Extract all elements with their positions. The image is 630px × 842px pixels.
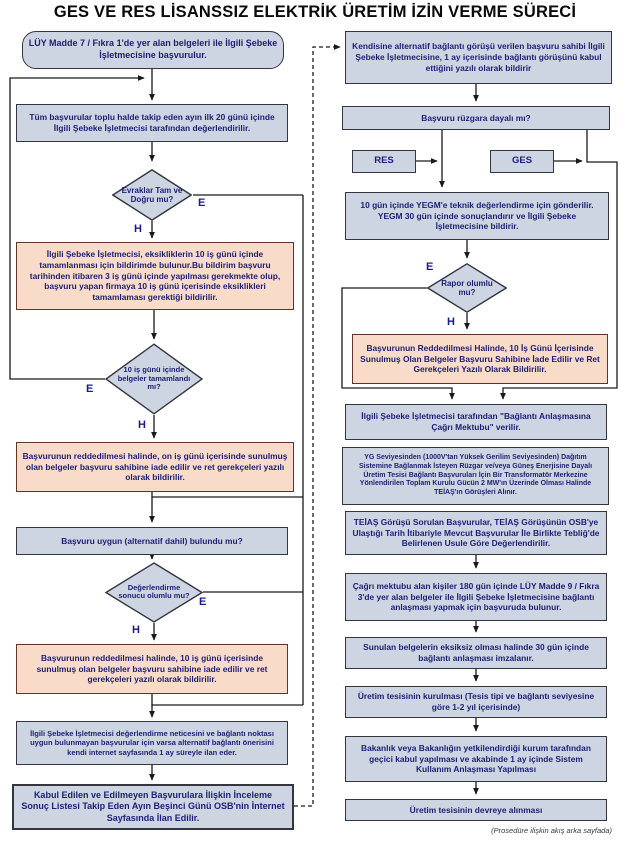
commissioning-box: Üretim tesisinin devreye alınması xyxy=(345,799,607,821)
provisional-acceptance-box: Bakanlık veya Bakanlığın yetkilendirdiği… xyxy=(345,736,607,782)
decision-report-positive: Rapor olumlu mu? xyxy=(427,263,507,313)
decision-documents-completed-10-days: 10 iş günü içinde belgeler tamamlandı mı… xyxy=(105,343,203,415)
edge-label-e-d4: E xyxy=(426,261,434,273)
edge-label-e-d1: E xyxy=(198,197,206,209)
internet-announcement-box: İlgili Şebeke İşletmecisi değerlendirme … xyxy=(16,721,288,765)
edge-label-h-d1: H xyxy=(134,223,142,235)
rejection-return-box-1: Başvurunun reddedilmesi halinde, on iş g… xyxy=(16,442,294,492)
decision-text: Değerlendirme sonucu olumlu mu? xyxy=(118,582,190,601)
decision-evaluation-positive: Değerlendirme sonucu olumlu mu? xyxy=(105,562,203,623)
decision-text: Rapor olumlu mu? xyxy=(441,278,493,297)
teias-opinion-condition-box: YG Seviyesinden (1000V'tan Yüksek Gerili… xyxy=(342,447,609,505)
decision-documents-complete: Evraklar Tam ve Doğru mu? xyxy=(112,169,192,221)
call-letter-box: İlgili Şebeke İşletmecisi tarafından "Ba… xyxy=(345,404,607,440)
start-application-box: LÜY Madde 7 / Fıkra 1'de yer alan belgel… xyxy=(22,31,284,69)
facility-construction-box: Üretim tesisinin kurulması (Tesis tipi v… xyxy=(345,686,607,718)
application-found-suitable-box: Başvuru uygun (alternatif dahil) bulundu… xyxy=(16,527,288,555)
batch-evaluation-box: Tüm başvurular toplu halde takip eden ay… xyxy=(16,104,288,142)
accept-connection-opinion-box: Kendisine alternatif bağlantı görüşü ver… xyxy=(345,31,612,84)
edge-label-e-d3: E xyxy=(199,596,207,608)
ges-box: GES xyxy=(490,150,554,173)
edge-label-e-d2: E xyxy=(86,383,94,395)
footer-note: (Prosedüre ilişkin akış arka sayfada) xyxy=(491,826,612,835)
agreement-signing-box: Sunulan belgelerin eksiksiz olması halin… xyxy=(345,637,607,669)
res-box: RES xyxy=(352,150,416,173)
edge-label-h-d4: H xyxy=(447,316,455,328)
connection-agreement-application-box: Çağrı mektubu alan kişiler 180 gün içind… xyxy=(345,573,607,621)
yegm-technical-evaluation-box: 10 gün içinde YEGM'e teknik değerlendirm… xyxy=(345,192,609,240)
edge-label-h-d2: H xyxy=(138,419,146,431)
rejection-return-box-2: Başvurunun reddedilmesi halinde, 10 iş g… xyxy=(16,644,288,694)
decision-text: Evraklar Tam ve Doğru mu? xyxy=(121,185,183,204)
deficiency-notice-box: İlgili Şebeke İşletmecisi, eksikliklerin… xyxy=(16,242,294,310)
result-list-announcement-box: Kabul Edilen ve Edilmeyen Başvurulara İl… xyxy=(12,784,294,830)
page-title: GES VE RES LİSANSSIZ ELEKTRİK ÜRETİM İZİ… xyxy=(53,3,577,21)
edge-label-h-d3: H xyxy=(132,624,140,636)
teias-evaluation-box: TEİAŞ Görüşü Sorulan Başvurular, TEİAŞ G… xyxy=(345,511,607,555)
rejection-return-box-3: Başvurunun Reddedilmesi Halinde, 10 İş G… xyxy=(352,334,608,384)
wind-based-question-box: Başvuru rüzgara dayalı mı? xyxy=(342,106,610,130)
decision-text: 10 iş günü içinde belgeler tamamlandı mı… xyxy=(117,365,191,392)
